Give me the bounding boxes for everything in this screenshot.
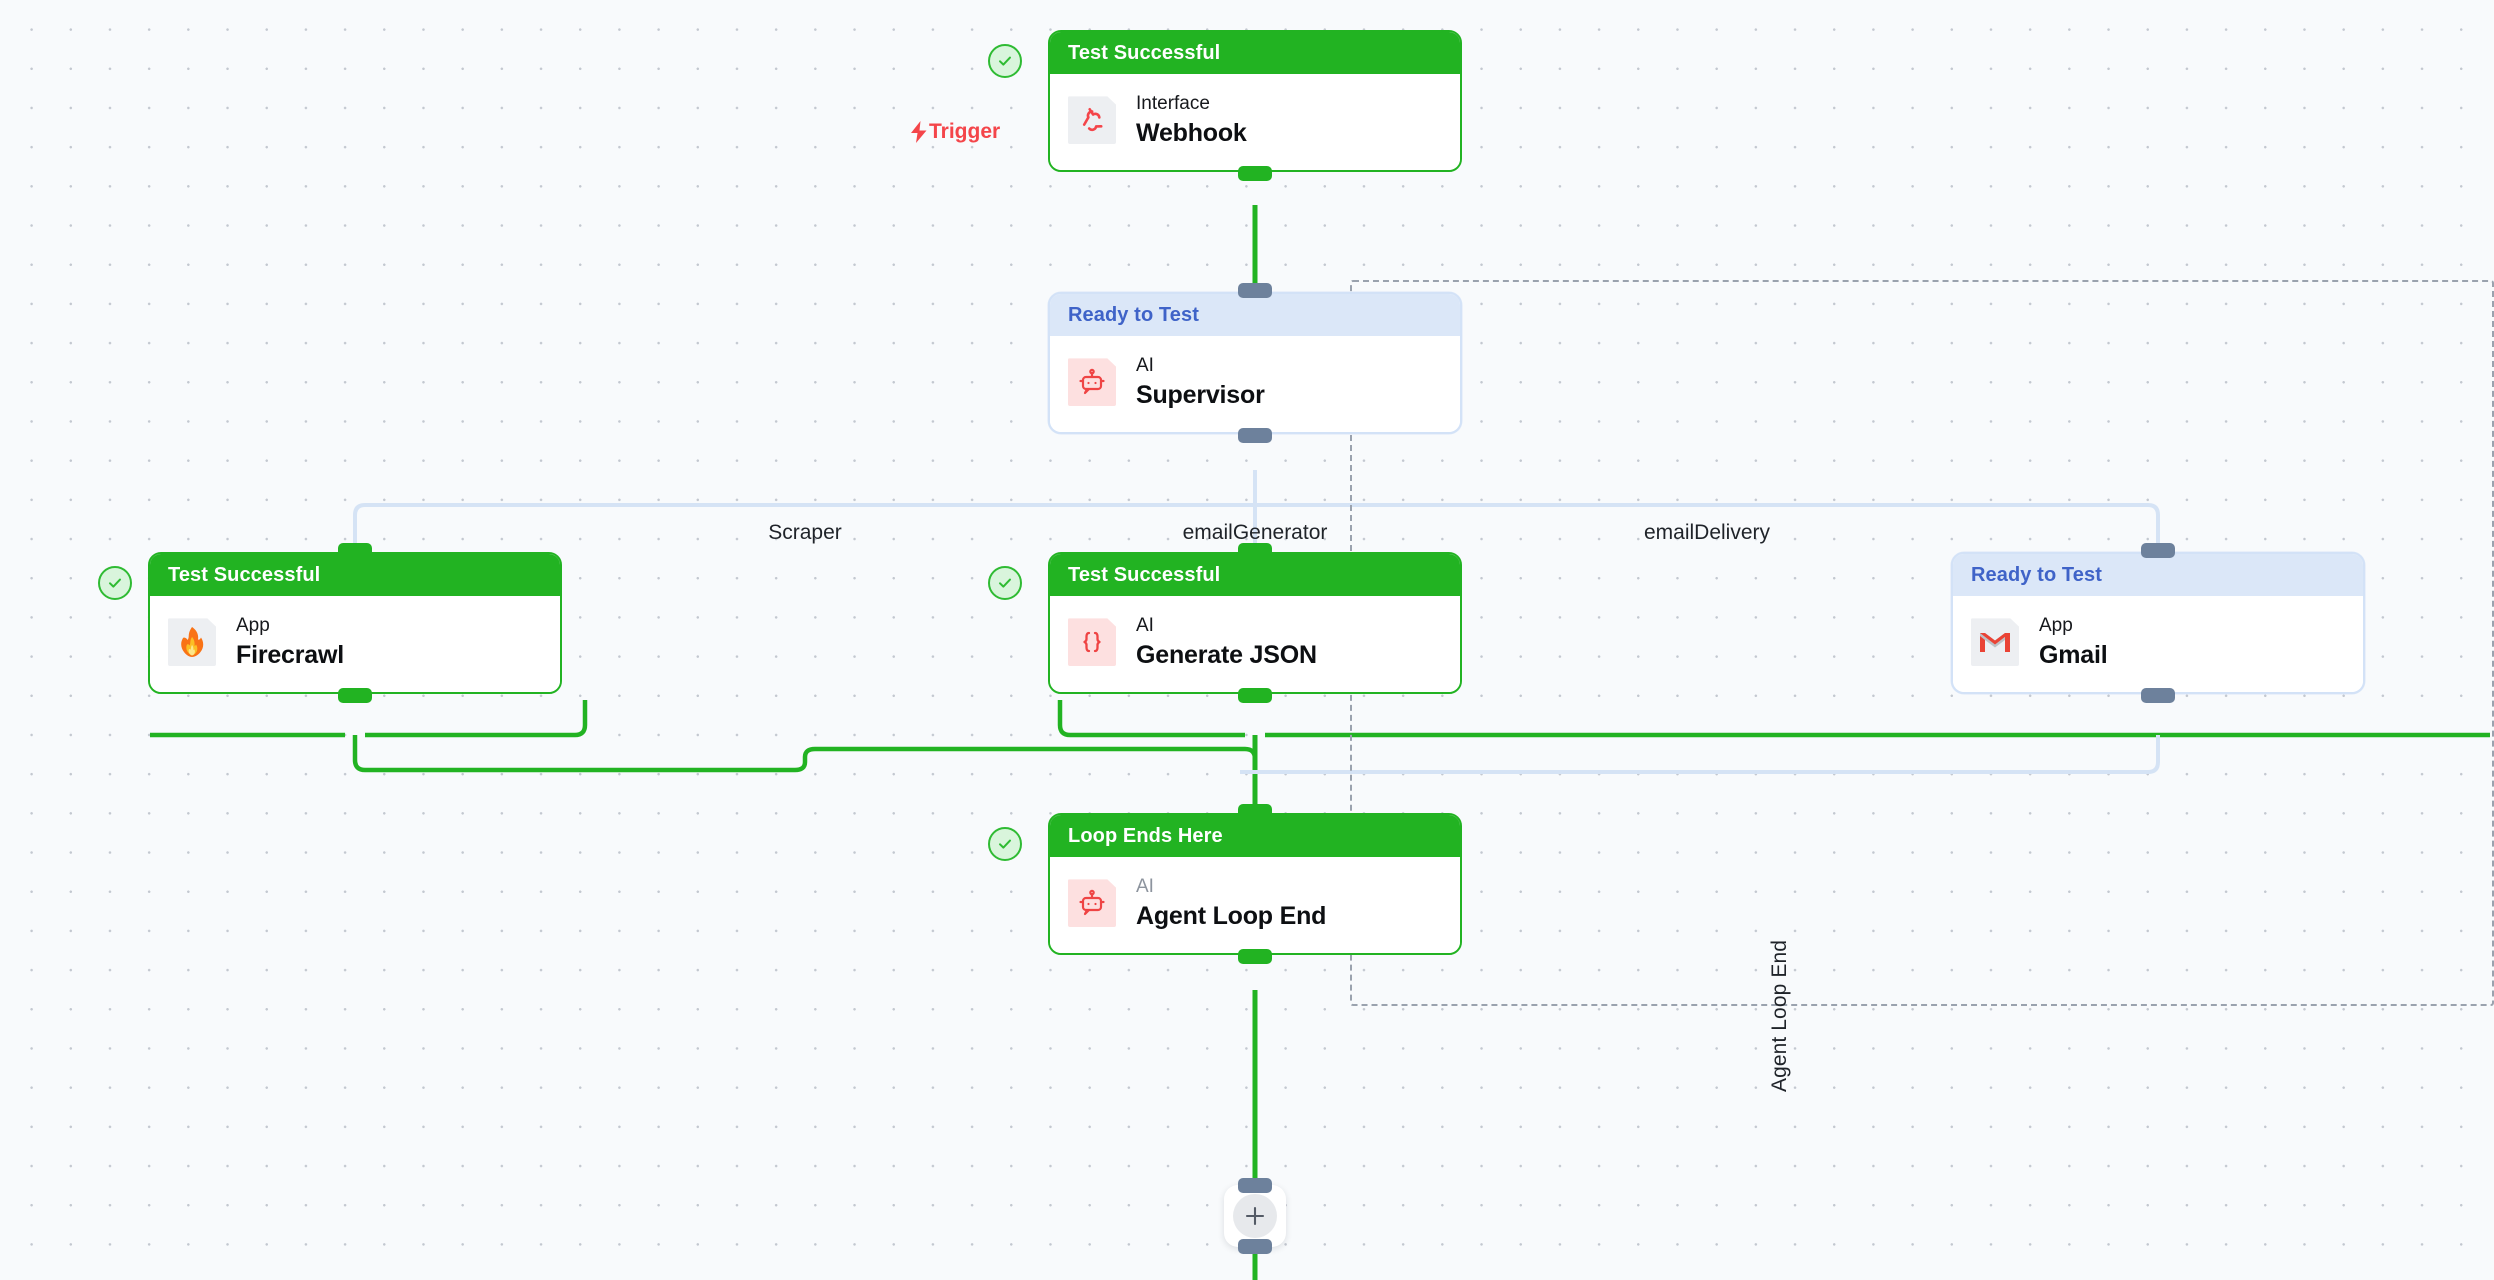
node-status-generate-json: Test Successful — [1050, 554, 1460, 596]
node-title-firecrawl: Firecrawl — [236, 640, 344, 669]
check-icon — [999, 839, 1011, 849]
node-title-webhook: Webhook — [1136, 118, 1247, 147]
status-badge-agent-loop-end — [988, 827, 1022, 861]
input-handle-firecrawl[interactable] — [338, 543, 372, 558]
node-title-agent-loop-end: Agent Loop End — [1136, 901, 1327, 930]
output-handle-agent-loop-end[interactable] — [1238, 948, 1272, 964]
trigger-text: Trigger — [929, 120, 1001, 143]
node-webhook[interactable]: Test Successful Interface Webhook — [988, 30, 1462, 181]
node-title-generate-json: Generate JSON — [1136, 640, 1317, 669]
input-handle-add-button[interactable] — [1238, 1178, 1272, 1193]
node-generate-json[interactable]: Test Successful AI Generate JSON — [988, 543, 1462, 703]
lightning-bolt-icon — [910, 121, 928, 143]
input-handle-generate-json[interactable] — [1238, 543, 1272, 558]
output-handle-webhook[interactable] — [1238, 165, 1272, 181]
node-title-gmail: Gmail — [2039, 640, 2108, 669]
plus-icon — [1233, 1194, 1277, 1238]
status-badge-firecrawl — [98, 566, 132, 600]
trigger-label: Trigger — [910, 120, 1000, 144]
output-handle-supervisor[interactable] — [1238, 427, 1272, 443]
output-handle-add-button[interactable] — [1238, 1239, 1272, 1254]
output-handle-generate-json[interactable] — [1238, 687, 1272, 703]
robot-icon — [1068, 358, 1116, 407]
status-badge-generate-json — [988, 566, 1022, 600]
node-kind-webhook: Interface — [1136, 93, 1210, 114]
node-gmail[interactable]: Ready to Test App Gmail — [1951, 543, 2365, 703]
node-kind-generate-json: AI — [1136, 615, 1154, 636]
node-title-supervisor: Supervisor — [1136, 380, 1265, 409]
node-kind-supervisor: AI — [1136, 355, 1154, 376]
robot-icon — [1068, 879, 1116, 928]
branch-label-scraper: Scraper — [768, 521, 842, 544]
check-icon — [109, 578, 121, 588]
webhook-icon — [1068, 96, 1116, 145]
status-badge-webhook — [988, 44, 1022, 78]
node-kind-gmail: App — [2039, 615, 2073, 636]
node-kind-firecrawl: App — [236, 615, 270, 636]
flame-icon — [168, 618, 216, 667]
node-status-supervisor: Ready to Test — [1050, 294, 1460, 336]
output-handle-firecrawl[interactable] — [338, 687, 372, 703]
node-status-firecrawl: Test Successful — [150, 554, 560, 596]
check-icon — [999, 56, 1011, 66]
node-agent-loop-end[interactable]: Loop Ends Here AI Agent Loop End — [988, 804, 1462, 964]
agent-loop-label: Agent Loop End — [1768, 940, 1791, 1093]
node-status-webhook: Test Successful — [1050, 32, 1460, 74]
add-node-button[interactable] — [1224, 1178, 1286, 1254]
gmail-icon — [1971, 618, 2019, 667]
branch-label-emailgenerator: emailGenerator — [1182, 521, 1328, 544]
input-handle-gmail[interactable] — [2141, 543, 2175, 558]
curly-braces-icon — [1068, 618, 1116, 667]
input-handle-agent-loop-end[interactable] — [1238, 804, 1272, 819]
input-handle-supervisor[interactable] — [1238, 283, 1272, 298]
output-handle-gmail[interactable] — [2141, 687, 2175, 703]
check-icon — [999, 578, 1011, 588]
node-status-gmail: Ready to Test — [1953, 554, 2363, 596]
node-status-agent-loop-end: Loop Ends Here — [1050, 815, 1460, 857]
node-kind-agent-loop-end: AI — [1136, 876, 1154, 897]
node-firecrawl[interactable]: Test Successful App Firecrawl — [98, 543, 562, 703]
node-supervisor[interactable]: Ready to Test AI Supervisor — [1048, 283, 1462, 443]
branch-label-emaildelivery: emailDelivery — [1643, 521, 1771, 544]
